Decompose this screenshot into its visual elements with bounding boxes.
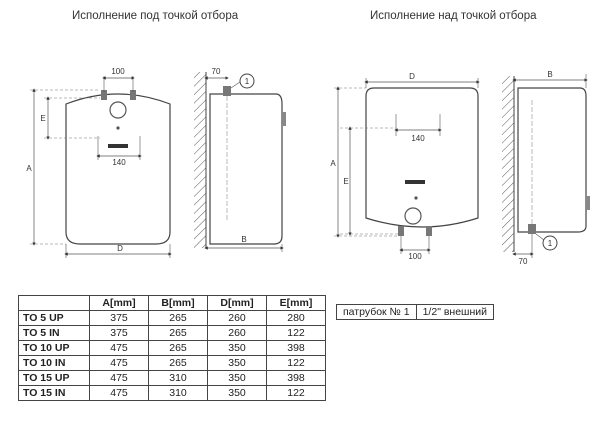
right-dim-d: D: [409, 72, 415, 81]
left-side-view: 70 1 B: [194, 67, 286, 252]
value-cell: 398: [266, 340, 326, 356]
model-cell: TO 10 IN: [18, 355, 90, 371]
left-dim-b: B: [241, 235, 246, 244]
connection-value: 1/2" внешний: [415, 304, 495, 320]
caption-under-tap: Исполнение под точкой отбора: [72, 10, 239, 22]
value-cell: 122: [266, 385, 326, 401]
table-row: TO 10 IN 475 265 350 122: [18, 355, 326, 371]
table-row: TO 15 UP 475 310 350 398: [18, 370, 326, 386]
value-cell: 260: [207, 325, 267, 341]
connection-label: патрубок № 1: [336, 304, 417, 320]
value-cell: 265: [148, 340, 208, 356]
right-dim-e: E: [343, 177, 348, 186]
brand-label-icon: [405, 180, 425, 184]
value-cell: 350: [207, 385, 267, 401]
left-callout-1: 1: [245, 77, 250, 86]
model-cell: TO 15 IN: [18, 385, 90, 401]
table-header-cell: E[mm]: [266, 295, 326, 311]
caption-over-tap: Исполнение над точкой отбора: [370, 10, 537, 22]
value-cell: 350: [207, 355, 267, 371]
value-cell: 398: [266, 370, 326, 386]
model-cell: TO 5 UP: [18, 310, 90, 326]
right-side-view: B 1 70: [502, 70, 590, 266]
value-cell: 122: [266, 325, 326, 341]
value-cell: 350: [207, 340, 267, 356]
right-dim-70: 70: [519, 257, 528, 266]
value-cell: 265: [148, 325, 208, 341]
right-front-view: D 140 E A 100: [330, 72, 480, 261]
model-cell: TO 10 UP: [18, 340, 90, 356]
table-row: TO 5 UP 375 265 260 280: [18, 310, 326, 326]
left-dim-70: 70: [212, 67, 221, 76]
left-dim-a: A: [26, 164, 32, 173]
model-cell: TO 5 IN: [18, 325, 90, 341]
value-cell: 475: [89, 385, 149, 401]
table-row: TO 15 IN 475 310 350 122: [18, 385, 326, 401]
right-dim-b: B: [547, 70, 552, 79]
value-cell: 310: [148, 385, 208, 401]
table-header-cell: D[mm]: [207, 295, 267, 311]
model-cell: TO 15 UP: [18, 370, 90, 386]
left-dim-140: 140: [112, 158, 126, 167]
table-header-cell: A[mm]: [89, 295, 149, 311]
right-dim-140: 140: [411, 134, 425, 143]
left-dim-100: 100: [111, 67, 125, 76]
dimensions-table: A[mm] B[mm] D[mm] E[mm] TO 5 UP 375 265 …: [18, 295, 326, 401]
value-cell: 475: [89, 370, 149, 386]
table-header-row: A[mm] B[mm] D[mm] E[mm]: [18, 295, 326, 311]
value-cell: 260: [207, 310, 267, 326]
right-callout-1: 1: [548, 239, 553, 248]
value-cell: 475: [89, 340, 149, 356]
callout-circle-1: [239, 73, 255, 89]
left-dim-e: E: [40, 114, 45, 123]
value-cell: 122: [266, 355, 326, 371]
technical-drawings: 100 140 E A D 70 1: [26, 67, 590, 266]
table-row: TO 5 IN 375 265 260 122: [18, 325, 326, 341]
value-cell: 375: [89, 310, 149, 326]
table-header-cell: B[mm]: [148, 295, 208, 311]
value-cell: 375: [89, 325, 149, 341]
table-header-cell: [18, 295, 90, 311]
left-front-view: 100 140 E A D: [26, 67, 172, 258]
value-cell: 265: [148, 310, 208, 326]
value-cell: 265: [148, 355, 208, 371]
wall-hatch: [194, 72, 206, 248]
value-cell: 475: [89, 355, 149, 371]
table-row: патрубок № 1 1/2" внешний: [336, 304, 495, 320]
value-cell: 310: [148, 370, 208, 386]
right-dim-100: 100: [408, 252, 422, 261]
connection-table: патрубок № 1 1/2" внешний: [336, 304, 495, 320]
brand-label-icon: [108, 144, 128, 148]
right-dim-a: A: [330, 159, 336, 168]
value-cell: 280: [266, 310, 326, 326]
left-dim-d: D: [117, 244, 123, 253]
value-cell: 350: [207, 370, 267, 386]
callout-circle-1: [542, 235, 558, 251]
table-row: TO 10 UP 475 265 350 398: [18, 340, 326, 356]
wall-hatch: [502, 76, 514, 252]
